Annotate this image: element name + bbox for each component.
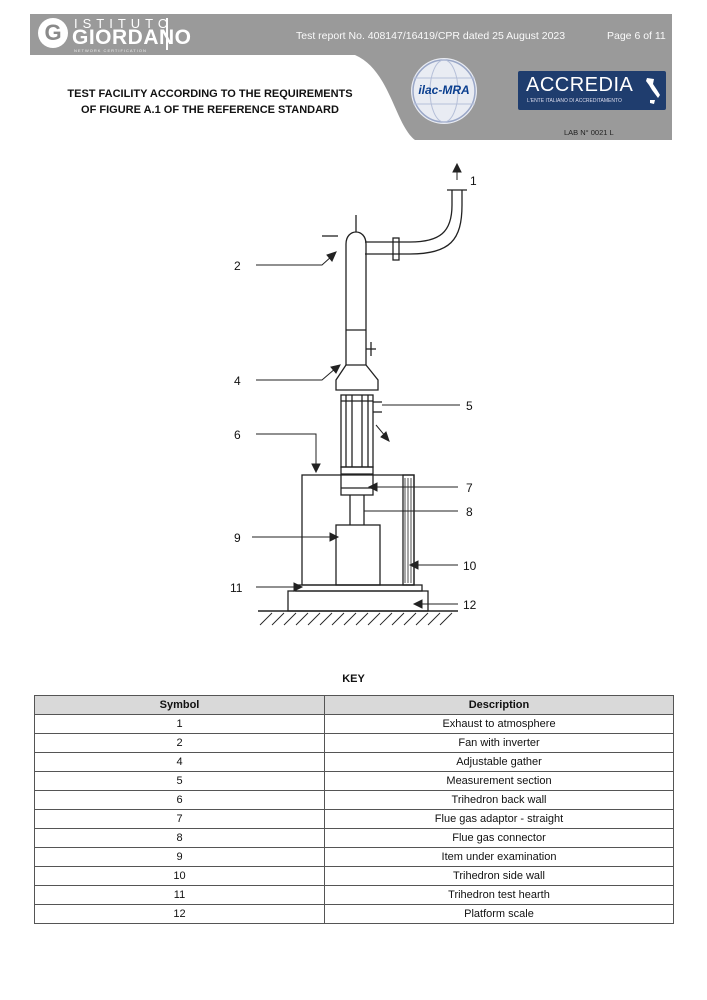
page-title: TEST FACILITY ACCORDING TO THE REQUIREME… bbox=[40, 86, 380, 118]
ilac-text: ilac-MRA bbox=[418, 83, 470, 97]
globe-icon bbox=[412, 59, 476, 123]
key-title: KEY bbox=[342, 673, 365, 685]
report-number: Test report No. 408147/16419/CPR dated 2… bbox=[296, 30, 566, 42]
diagram-label-2: 2 bbox=[234, 259, 241, 273]
logo-name: GIORDANO bbox=[72, 26, 192, 49]
row-description: Flue gas connector bbox=[324, 828, 674, 848]
header-band bbox=[30, 14, 672, 140]
accredia-subtitle: L'ENTE ITALIANO DI ACCREDITAMENTO bbox=[527, 98, 622, 104]
header-symbol: Symbol bbox=[34, 695, 325, 715]
test-facility-diagram: 1 2 4 5 6 7 8 9 10 11 12 bbox=[230, 162, 477, 626]
lab-number: LAB N° 0021 L bbox=[564, 128, 614, 137]
diagram-label-8: 8 bbox=[466, 505, 473, 519]
diagram-label-7: 7 bbox=[466, 481, 473, 495]
diagram-label-9: 9 bbox=[234, 531, 241, 545]
row-description: Measurement section bbox=[324, 771, 674, 791]
row-description: Flue gas adaptor - straight bbox=[324, 809, 674, 829]
diagram-label-5: 5 bbox=[466, 399, 473, 413]
row-description: Adjustable gather bbox=[324, 752, 674, 772]
row-description: Item under examination bbox=[324, 847, 674, 867]
row-description: Trihedron back wall bbox=[324, 790, 674, 810]
row-symbol: 12 bbox=[34, 904, 325, 924]
row-description: Trihedron side wall bbox=[324, 866, 674, 886]
row-description: Platform scale bbox=[324, 904, 674, 924]
diagram-label-12: 12 bbox=[463, 598, 477, 612]
title-line-1: TEST FACILITY ACCORDING TO THE REQUIREME… bbox=[67, 88, 353, 100]
page-number: Page 6 of 11 bbox=[607, 30, 666, 42]
logo-subtitle: NETWORK CERTIFICATION bbox=[74, 48, 147, 53]
diagram-label-4: 4 bbox=[234, 374, 241, 388]
diagram-label-11: 11 bbox=[230, 581, 243, 595]
row-symbol: 2 bbox=[34, 733, 325, 753]
accredia-name: ACCREDIA bbox=[526, 74, 634, 96]
accredia-logo: ACCREDIA L'ENTE ITALIANO DI ACCREDITAMEN… bbox=[518, 71, 666, 110]
row-symbol: 6 bbox=[34, 790, 325, 810]
diagram-label-1: 1 bbox=[470, 174, 477, 188]
key-table-header: Symbol Description bbox=[34, 695, 674, 715]
row-description: Trihedron test hearth bbox=[324, 885, 674, 905]
logo-top-text: ISTITUTO bbox=[74, 16, 173, 31]
ilac-mra-logo: ilac-MRA bbox=[411, 58, 477, 124]
header-description: Description bbox=[324, 695, 674, 715]
title-line-2: OF FIGURE A.1 OF THE REFERENCE STANDARD bbox=[81, 104, 339, 116]
giordano-logo-icon: G bbox=[38, 18, 68, 48]
diagram-label-6: 6 bbox=[234, 428, 241, 442]
row-description: Fan with inverter bbox=[324, 733, 674, 753]
istituto-giordano-logo: G ISTITUTO GIORDANO NETWORK CERTIFICATIO… bbox=[38, 14, 208, 54]
row-symbol: 5 bbox=[34, 771, 325, 791]
row-description: Exhaust to atmosphere bbox=[324, 714, 674, 734]
row-symbol: 11 bbox=[34, 885, 325, 905]
diagram-label-10: 10 bbox=[463, 559, 477, 573]
logo-divider bbox=[166, 18, 168, 50]
row-symbol: 10 bbox=[34, 866, 325, 886]
row-symbol: 9 bbox=[34, 847, 325, 867]
row-symbol: 8 bbox=[34, 828, 325, 848]
row-symbol: 4 bbox=[34, 752, 325, 772]
row-symbol: 1 bbox=[34, 714, 325, 734]
italy-map-icon bbox=[646, 78, 660, 104]
row-symbol: 7 bbox=[34, 809, 325, 829]
